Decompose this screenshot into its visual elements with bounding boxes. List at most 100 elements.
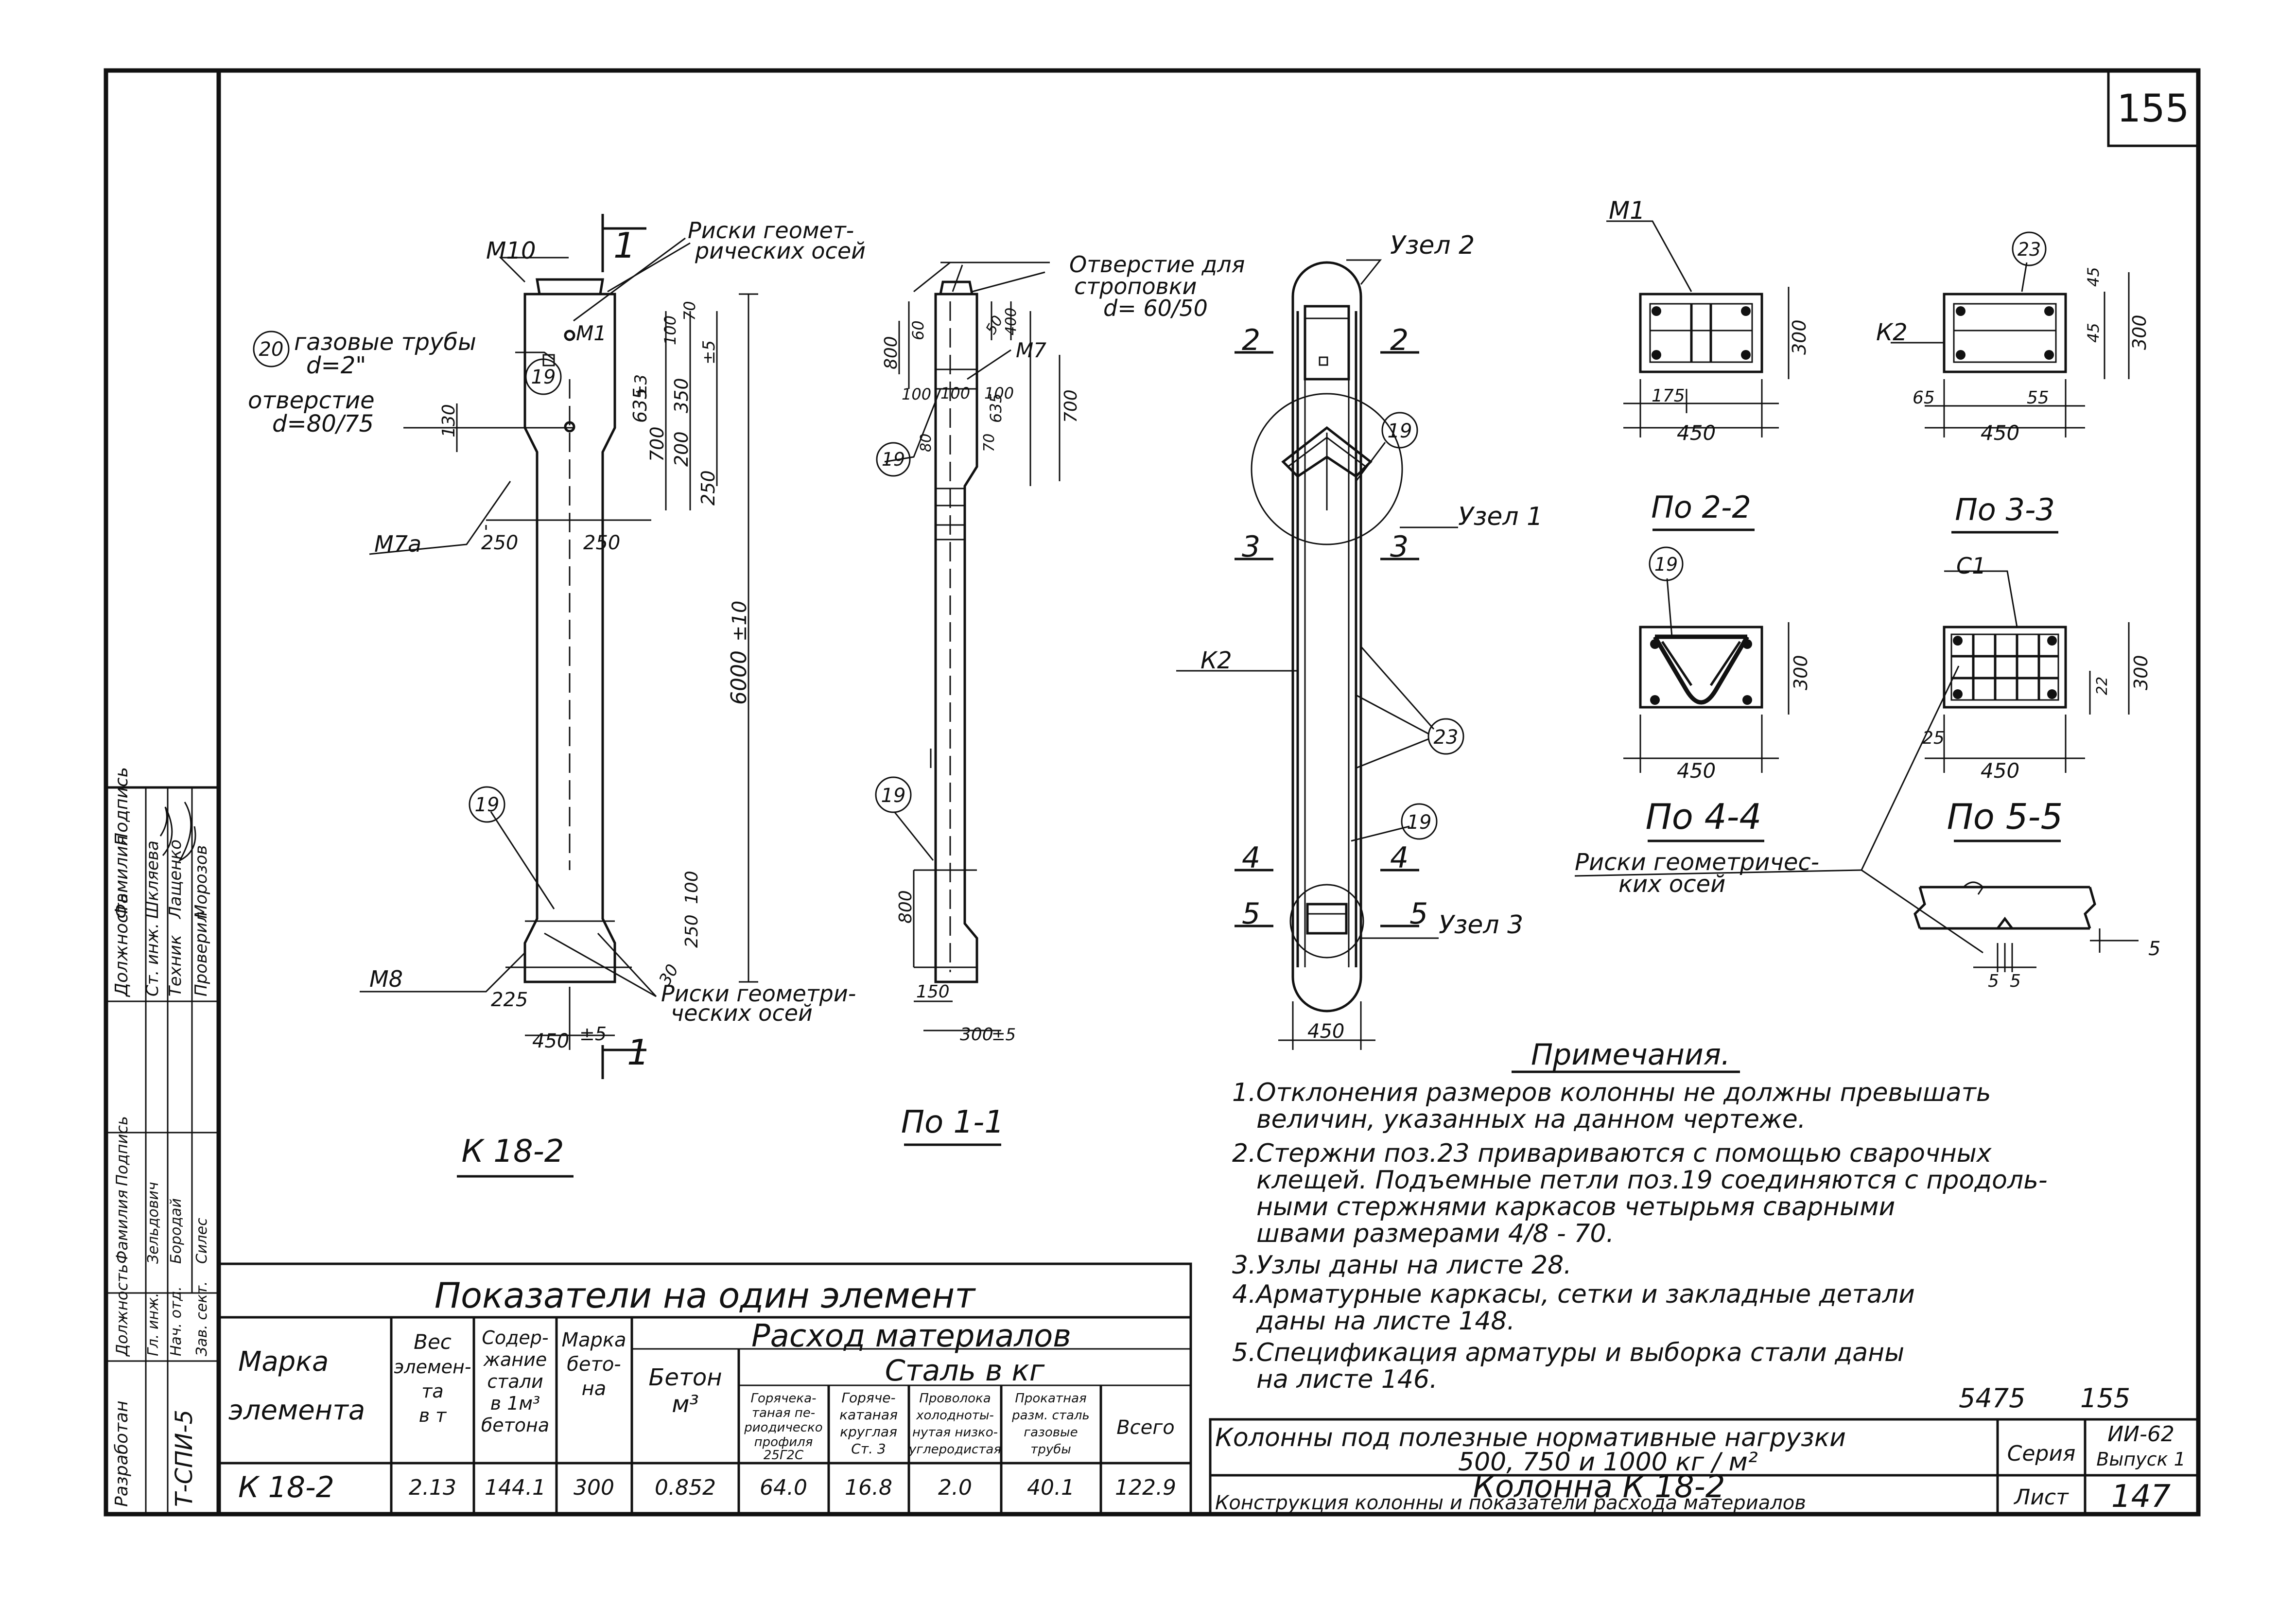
dim-300-s22: 300 xyxy=(1789,319,1810,355)
label-m7-section: М7 xyxy=(1016,338,1046,362)
th-steel2-2: катаная xyxy=(839,1407,898,1423)
cell-weight: 2.13 xyxy=(409,1475,456,1500)
stamp-bottom-row-3-position: Зав. сект. xyxy=(193,1281,210,1356)
stamp-bottom-row-1-name: Зельдович xyxy=(145,1182,162,1264)
cut-2-left: 2 xyxy=(1242,323,1260,357)
title-section-5-5: По 5-5 xyxy=(1947,796,2063,837)
th-steel2-4: Ст. 3 xyxy=(851,1441,886,1457)
th-steel1-4: профиля xyxy=(754,1435,813,1450)
tb-subtitle: Конструкция колонны и показатели расхода… xyxy=(1215,1492,1806,1514)
signature-scribble xyxy=(159,802,196,862)
th-steel3-4: углеродистая xyxy=(908,1442,1001,1457)
note-line-4: клещей. Подъемные петли поз.19 соединяют… xyxy=(1256,1166,2048,1195)
label-pos23-section: 23 xyxy=(2018,239,2041,260)
dim-150: 150 xyxy=(916,982,950,1002)
th-grade-2: бето- xyxy=(567,1353,621,1376)
label-node2: Узел 2 xyxy=(1390,231,1475,260)
label-pos23: 23 xyxy=(1434,726,1459,749)
reinforcement-cage xyxy=(1176,259,1464,1050)
th-steel3-2: холодноты- xyxy=(916,1408,994,1423)
th-content-5: бетона xyxy=(481,1415,549,1436)
note-line-6: швами размерами 4/8 - 70. xyxy=(1256,1219,1614,1248)
dim-400: 400 xyxy=(1003,308,1020,335)
dim-5-mid: 5 xyxy=(2010,971,2021,991)
th-steel4-4: трубы xyxy=(1030,1442,1071,1457)
th-grade-3: на xyxy=(582,1378,607,1400)
title-section-4-4: По 4-4 xyxy=(1646,796,1762,837)
table-row: К 18-2 2.13 144.1 300 0.852 64.0 16.8 2.… xyxy=(238,1470,1176,1504)
stamp-bottom-row-2-position: Нач. отд. xyxy=(168,1286,185,1356)
dim-100: 100 xyxy=(682,871,702,904)
label-hole-slinging-2: строповки xyxy=(1074,273,1197,299)
th-steel4-3: газовые xyxy=(1024,1425,1078,1440)
tb-series-label: Серия xyxy=(2007,1441,2076,1466)
cell-steel-1: 64.0 xyxy=(760,1475,807,1500)
th-mark-1: Марка xyxy=(238,1346,329,1378)
dim-70-section: 70 xyxy=(981,434,998,452)
th-steel1-2: таная пе- xyxy=(752,1406,815,1420)
label-marks-bottom-1: Риски геометри- xyxy=(661,980,856,1007)
dim-45-top: 45 xyxy=(2084,267,2103,287)
notes-heading: Примечания. xyxy=(1531,1038,1730,1072)
dim-tol5: ±5 xyxy=(579,1023,607,1045)
dim-100-section-c: 100 xyxy=(984,384,1014,402)
dim-tol10: ±10 xyxy=(729,601,751,642)
tb-description-1: Колонны под полезные нормативные нагрузк… xyxy=(1215,1423,1846,1452)
table-steel-header: Сталь в кг xyxy=(885,1354,1045,1388)
label-pos19-section-a: 19 xyxy=(882,449,905,470)
sheet-number-box xyxy=(2107,69,2200,147)
stamp-bottom-row-3-name: Силес xyxy=(193,1218,210,1264)
dim-22: 22 xyxy=(2094,677,2111,695)
dim-250-upper: 250 xyxy=(697,470,719,506)
stamp-col-position: Должность xyxy=(112,893,132,997)
note-line-9: даны на листе 148. xyxy=(1256,1307,1515,1336)
th-steel2-1: Горяче- xyxy=(841,1390,895,1406)
label-m7a: М7а xyxy=(374,531,421,557)
cut-4-right: 4 xyxy=(1390,841,1409,875)
label-pos20: 20 xyxy=(259,338,284,361)
dim-100-section-a: 100 xyxy=(902,385,931,403)
cut-4-left: 4 xyxy=(1242,841,1260,875)
dim-130: 130 xyxy=(439,404,459,437)
dim-300-s44: 300 xyxy=(1790,655,1811,690)
tb-element-title: Колонна К 18-2 xyxy=(1473,1469,1725,1505)
tb-description-2: 500, 750 и 1000 кг / м² xyxy=(1458,1448,1758,1477)
dim-5-right: 5 xyxy=(2148,938,2160,960)
dim-300-s33: 300 xyxy=(2129,314,2150,350)
cut-3-right: 3 xyxy=(1390,530,1409,564)
th-steel3-1: Проволока xyxy=(919,1391,991,1406)
label-c1: С1 xyxy=(1956,553,1986,579)
dim-350: 350 xyxy=(671,378,692,413)
cell-steel-content: 144.1 xyxy=(485,1475,546,1500)
section-4-4-view xyxy=(1623,546,1790,773)
th-weight-4: в т xyxy=(419,1405,447,1426)
dim-250b: 250 xyxy=(583,532,620,554)
dim-225: 225 xyxy=(491,989,528,1011)
label-pos19-s44: 19 xyxy=(1654,554,1678,575)
dim-450: 450 xyxy=(532,1030,569,1052)
label-m1: М1 xyxy=(576,321,607,345)
label-m1-section: М1 xyxy=(1609,196,1645,225)
cell-grade: 300 xyxy=(574,1475,614,1500)
stamp-bottom-col-signature: Подпись xyxy=(113,1116,131,1186)
th-grade-1: Марка xyxy=(561,1329,626,1351)
cut-mark-1-bottom: 1 xyxy=(627,1032,649,1073)
label-k2: К2 xyxy=(1200,647,1232,674)
table-group-header: Расход материалов xyxy=(751,1318,1071,1354)
note-line-2: величин, указанных на данном чертеже. xyxy=(1256,1105,1806,1134)
th-weight-3: та xyxy=(421,1380,443,1402)
th-content-2: жание xyxy=(483,1349,547,1370)
dim-300-s55: 300 xyxy=(2130,655,2152,690)
weld-detail xyxy=(1913,881,2139,972)
title-block xyxy=(1209,1418,2200,1516)
stamp-row-1-name: Шкляева xyxy=(143,840,162,919)
dim-450-cage: 450 xyxy=(1307,1020,1344,1043)
tb-series-value-1: ИИ-62 xyxy=(2107,1422,2174,1447)
stamp-code: Т-СПИ-5 xyxy=(171,1410,198,1507)
dim-700-section: 700 xyxy=(1061,389,1081,423)
stamp-bottom-row-2-name: Бородай xyxy=(168,1198,185,1264)
dim-800-section-top: 800 xyxy=(881,336,901,369)
dim-200: 200 xyxy=(671,431,692,467)
dim-175: 175 xyxy=(1652,386,1685,406)
cell-mark: К 18-2 xyxy=(238,1470,334,1504)
